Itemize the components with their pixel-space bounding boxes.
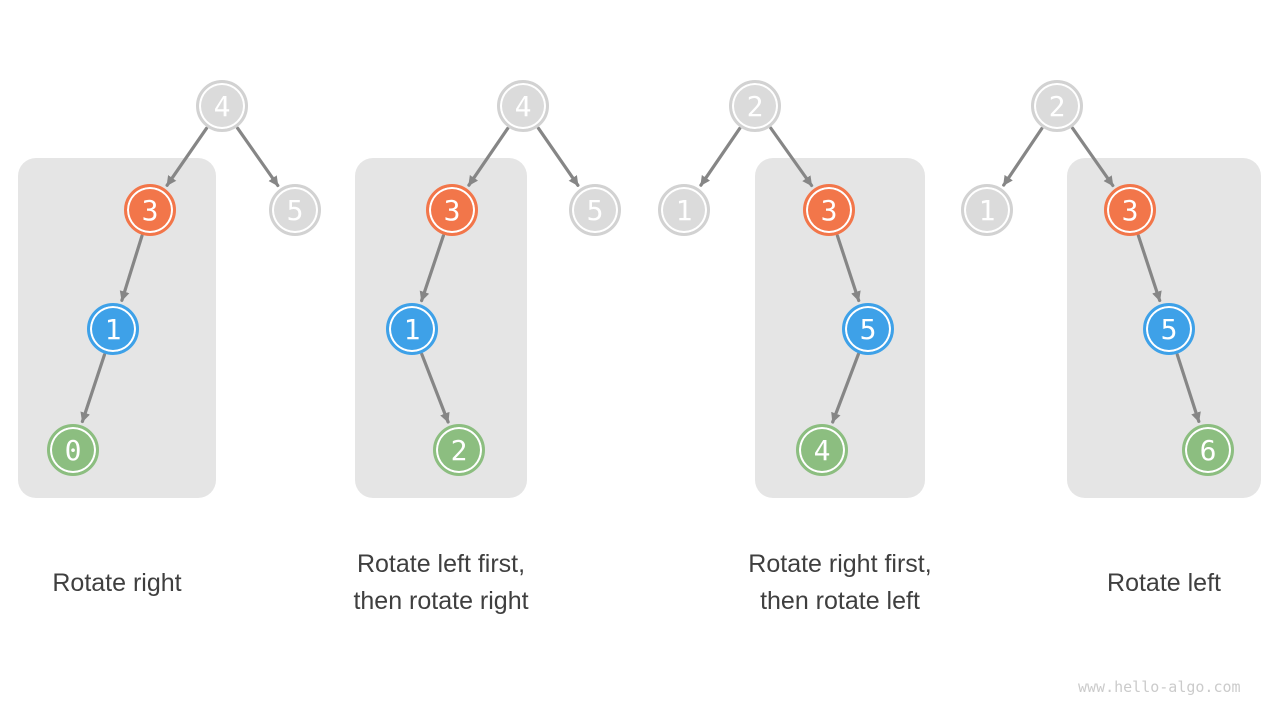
tree-node: 3 [426,184,478,236]
panel-caption: Rotate left first, then rotate right [340,546,542,620]
node-value: 1 [675,193,693,227]
tree-node: 5 [569,184,621,236]
node-value: 1 [403,312,421,346]
tree-node: 0 [47,424,99,476]
node-value: 0 [64,433,82,467]
edge-arrow [235,126,280,188]
tree-node: 1 [386,303,438,355]
node-value: 3 [820,193,838,227]
caption-line: then rotate right [353,587,529,615]
node-value: 5 [1160,312,1178,346]
node-value: 5 [586,193,604,227]
edge-arrow [1002,126,1044,187]
tree-node: 2 [1031,80,1083,132]
node-value: 2 [450,433,468,467]
tree-node: 5 [842,303,894,355]
caption-line: Rotate right first, [748,550,932,578]
tree-node: 1 [961,184,1013,236]
node-value: 2 [746,89,764,123]
tree-node: 1 [87,303,139,355]
tree-node: 4 [796,424,848,476]
tree-node: 1 [658,184,710,236]
panel-caption: Rotate right [18,546,216,620]
edge-arrow [699,126,742,187]
tree-node: 3 [124,184,176,236]
tree-node: 5 [269,184,321,236]
tree-node: 4 [497,80,549,132]
node-value: 3 [443,193,461,227]
node-value: 4 [514,89,532,123]
caption-line: Rotate left [1107,568,1221,597]
edge-arrow [536,126,580,187]
node-value: 1 [978,193,996,227]
caption-line: then rotate left [760,587,920,615]
node-value: 1 [104,312,122,346]
panel-caption: Rotate left [1064,546,1264,620]
node-value: 3 [141,193,159,227]
tree-node: 6 [1182,424,1234,476]
node-value: 2 [1048,89,1066,123]
tree-node: 5 [1143,303,1195,355]
tree-node: 2 [729,80,781,132]
node-value: 4 [213,89,231,123]
caption-line: Rotate left first, [356,550,526,578]
caption-line: Rotate right [52,568,182,597]
watermark: www.hello-algo.com [1078,678,1241,696]
tree-node: 2 [433,424,485,476]
panel-caption: Rotate right first, then rotate left [740,546,940,620]
tree-node: 3 [1104,184,1156,236]
node-value: 5 [286,193,304,227]
tree-node: 3 [803,184,855,236]
node-value: 3 [1121,193,1139,227]
node-value: 5 [859,312,877,346]
tree-node: 4 [196,80,248,132]
node-value: 6 [1199,433,1217,467]
node-value: 4 [813,433,831,467]
